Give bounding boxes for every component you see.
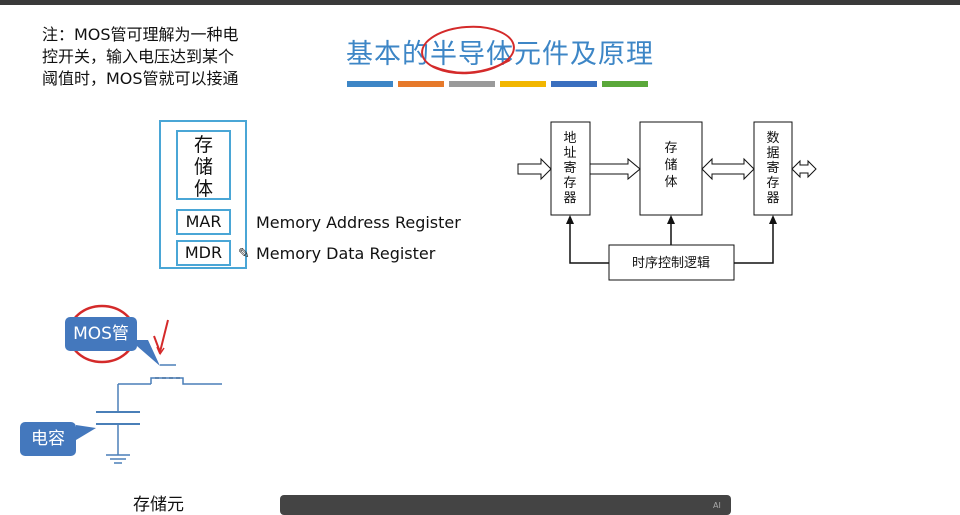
input-arrow — [517, 157, 552, 181]
stripe-green — [602, 81, 648, 87]
timing-logic-label: 时序控制逻辑 — [632, 256, 710, 271]
red-circle-title — [421, 25, 515, 75]
storage-box — [639, 121, 703, 216]
mos-bubble: MOS管 — [65, 317, 137, 351]
source-drain-wire — [150, 377, 222, 385]
data-reg-char: 据 — [766, 146, 779, 161]
storage-char: 储 — [193, 156, 213, 178]
storage-char: 储 — [664, 158, 677, 173]
mar-fullname: Memory Address Register — [256, 213, 461, 232]
main-memory-box — [159, 120, 247, 269]
cap-bubble-tail — [76, 425, 96, 440]
addr-to-storage-arrow — [589, 157, 641, 181]
red-check-mark — [153, 319, 169, 356]
ai-mark: AI — [713, 501, 721, 510]
addr-reg-box — [550, 121, 591, 216]
note-line-2: 控开关，输入电压达到某个 — [42, 47, 235, 66]
red-down-arrow — [156, 346, 165, 355]
timing-to-storage-arrowhead — [667, 215, 675, 224]
capacitor-bubble: 电容 — [20, 422, 76, 456]
timing-logic-box — [608, 244, 735, 281]
data-reg-char: 寄 — [766, 160, 779, 176]
mos-bubble-tail — [130, 340, 160, 366]
output-double-arrow — [791, 159, 817, 179]
stripe-orange — [398, 81, 444, 87]
addr-reg-char: 址 — [563, 146, 576, 161]
note-line-3: 阈值时，MOS管就可以接通 — [42, 69, 239, 88]
pencil-icon: ✎ — [238, 246, 250, 262]
timing-to-addr-line — [569, 221, 609, 264]
addr-reg-char: 地 — [563, 131, 576, 146]
stripe-darkblue — [551, 81, 597, 87]
top-border — [0, 0, 960, 5]
storage-data-double-arrow — [701, 157, 755, 181]
mdr-cell: MDR — [176, 240, 231, 266]
storage-char: 体 — [664, 175, 677, 190]
mos-note: 注：MOS管可理解为一种电 控开关，输入电压达到某个 阈值时，MOS管就可以接通 — [42, 24, 282, 90]
stripe-yellow — [500, 81, 546, 87]
storage-cell: 存 储 体 — [176, 130, 231, 200]
timing-to-addr-arrowhead — [566, 215, 574, 224]
note-line-1: 注：MOS管可理解为一种电 — [42, 25, 239, 44]
red-underline-title — [431, 59, 511, 74]
subtitle-bar — [280, 495, 731, 515]
data-reg-char: 器 — [766, 191, 779, 206]
data-reg-char: 数 — [766, 131, 779, 146]
storage-char: 体 — [193, 178, 213, 200]
storage-char: 存 — [664, 141, 677, 156]
ground-icon — [106, 454, 130, 464]
addr-reg-char: 存 — [563, 176, 576, 191]
timing-to-data-arrowhead — [769, 215, 777, 224]
mdr-fullname: Memory Data Register — [256, 244, 436, 263]
storage-element-caption: 存储元 — [133, 495, 184, 515]
data-reg-box — [753, 121, 793, 216]
stripe-blue — [347, 81, 393, 87]
data-reg-char: 存 — [766, 176, 779, 191]
addr-reg-char: 器 — [563, 191, 576, 206]
addr-reg-char: 寄 — [563, 160, 576, 176]
stripe-gray — [449, 81, 495, 87]
storage-char: 存 — [193, 134, 213, 156]
timing-to-data-line — [734, 221, 774, 264]
mar-cell: MAR — [176, 209, 231, 235]
